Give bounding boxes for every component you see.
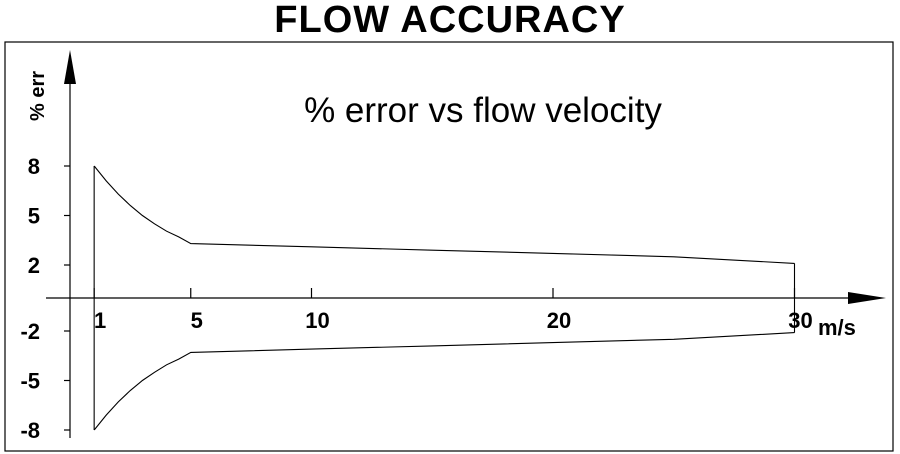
lower-error-bound — [93, 332, 795, 431]
y-axis-label: % err — [27, 71, 49, 121]
y-tick-label: -8 — [20, 418, 40, 443]
y-tick-label: -5 — [20, 369, 40, 394]
chart-frame — [4, 41, 894, 452]
chart-subtitle: % error vs flow velocity — [304, 91, 662, 130]
y-tick-label: 5 — [28, 204, 40, 229]
x-tick-label: 5 — [191, 308, 203, 333]
y-tick-label: 2 — [28, 253, 40, 278]
y-tick-label: 8 — [28, 154, 40, 179]
x-tick-label: 10 — [305, 308, 329, 333]
y-tick-label: -2 — [20, 319, 40, 344]
x-axis-arrow — [848, 292, 886, 304]
y-axis-arrow — [64, 50, 76, 84]
upper-error-bound — [93, 165, 795, 264]
x-axis-label: m/s — [818, 315, 856, 340]
x-tick-label: 30 — [788, 308, 812, 333]
x-tick-label: 20 — [547, 308, 571, 333]
x-tick-label: 1 — [94, 308, 106, 333]
axes — [46, 50, 886, 438]
ticks: 8 5 2 -2 -5 -8 1 5 10 20 30 — [20, 154, 812, 443]
chart-title: FLOW ACCURACY — [274, 0, 626, 41]
